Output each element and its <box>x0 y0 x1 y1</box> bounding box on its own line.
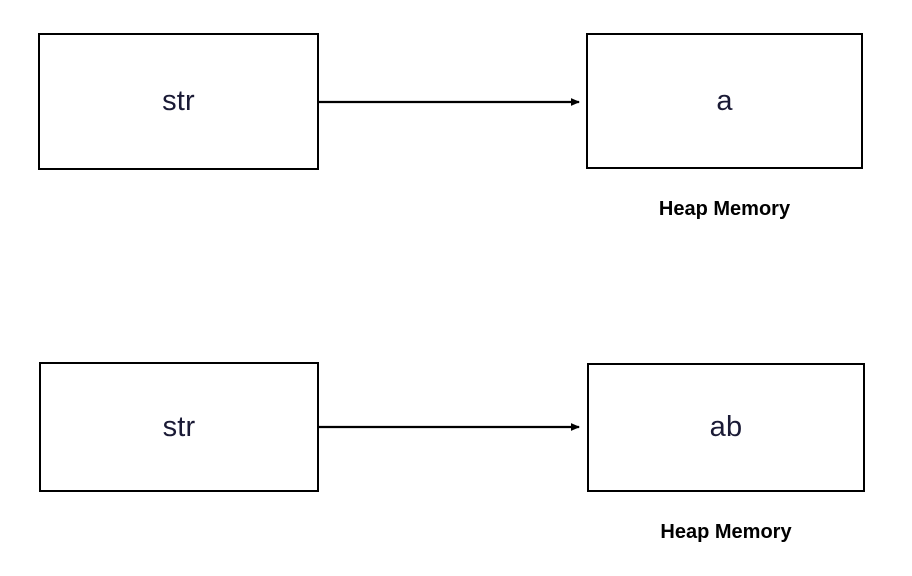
variable-box-row-2[interactable]: str <box>39 362 319 492</box>
variable-box-label-row-2: str <box>162 410 196 443</box>
heap-object-box-row-2[interactable]: ab <box>587 363 865 492</box>
variable-box-row-1[interactable]: str <box>38 33 319 170</box>
heap-object-label-row-1: a <box>716 84 733 117</box>
heap-object-label-row-2: ab <box>709 411 743 443</box>
heap-memory-caption-row-2: Heap Memory <box>660 521 792 543</box>
arrow-right-icon-row-1 <box>317 98 580 106</box>
variable-box-label-row-1: str <box>162 85 195 117</box>
arrow-right-icon-row-2 <box>318 423 580 431</box>
heap-object-box-row-1[interactable]: a <box>586 33 863 169</box>
heap-memory-caption-row-1: Heap Memory <box>658 198 791 220</box>
